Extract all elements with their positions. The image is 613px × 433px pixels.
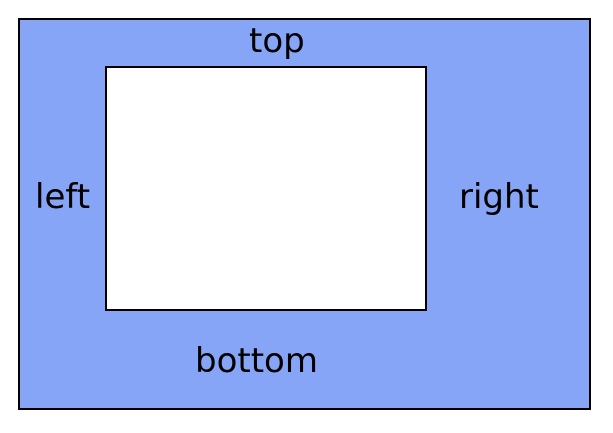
right-label: right: [459, 177, 539, 217]
inner-content-box: [105, 66, 427, 311]
bottom-label: bottom: [195, 341, 318, 381]
left-label: left: [35, 177, 91, 217]
top-label: top: [249, 21, 305, 61]
